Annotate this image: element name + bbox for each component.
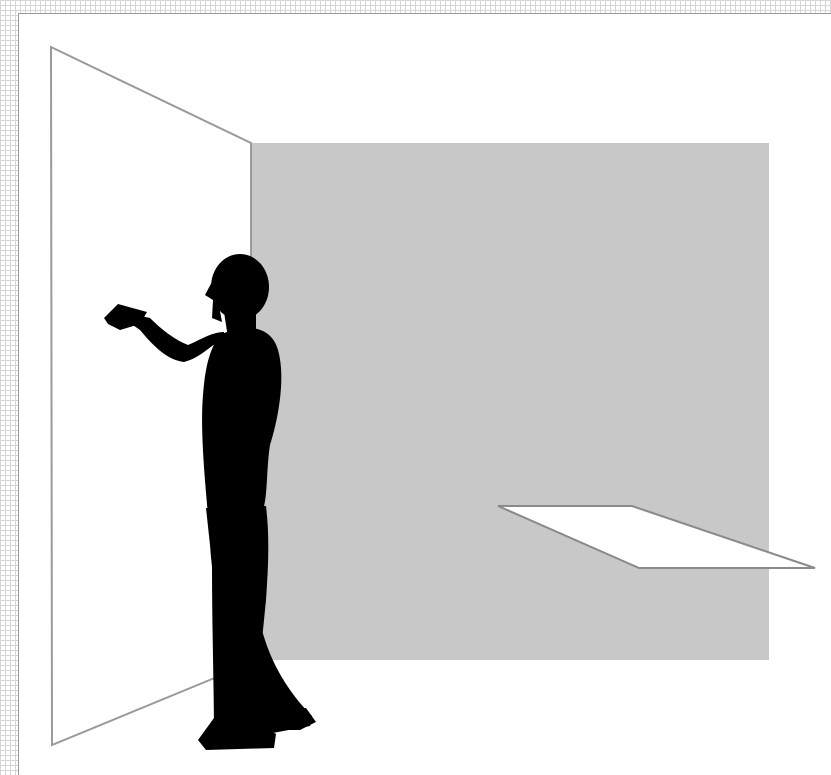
person-shoe-back xyxy=(198,718,276,750)
marker-pen-icon xyxy=(104,304,147,330)
back-wall xyxy=(251,143,769,660)
person-silhouette-icon xyxy=(104,254,316,750)
person-shoe-front xyxy=(256,708,316,730)
floor-plate xyxy=(497,505,816,569)
person-head xyxy=(211,254,269,320)
